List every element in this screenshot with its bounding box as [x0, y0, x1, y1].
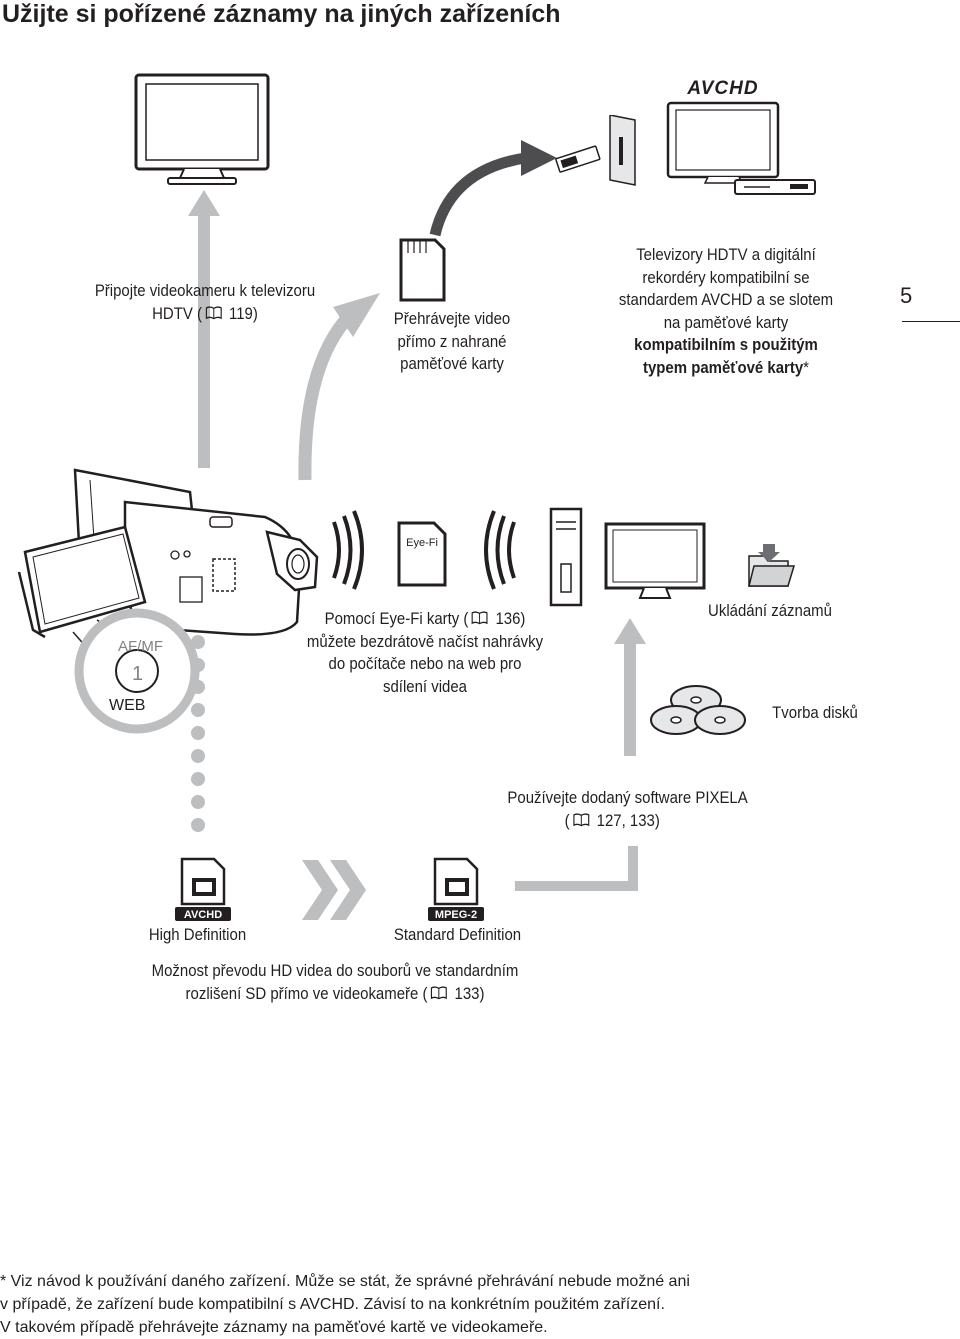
- eyefi-caption-line1-pre: Pomocí Eye-Fi karty (: [324, 609, 469, 628]
- page-number-rule: [902, 321, 960, 322]
- connect-tv-arrow: [188, 190, 220, 468]
- tv-caption-line1: Připojte videokameru k televizoru: [94, 281, 316, 300]
- pixela-connector-line: [515, 846, 638, 891]
- eyefi-caption-line3: do počítače nebo na web pro: [328, 654, 522, 673]
- book-reference-icon: [430, 985, 447, 999]
- tv-caption: Připojte videokameru k televizoru HDTV (…: [86, 280, 324, 325]
- hd-file-badge: AVCHD: [184, 909, 222, 921]
- eyefi-caption-line2: můžete bezdrátově načíst nahrávky: [306, 631, 544, 651]
- conversion-caption: Možnost převodu HD videa do souborů ve s…: [137, 960, 533, 1005]
- card-caption-line2: přímo z nahrané: [397, 331, 507, 351]
- book-reference-icon: [572, 812, 590, 826]
- computer-icon: [549, 507, 706, 607]
- footnote-marker: *: [803, 357, 809, 377]
- sd-card-icon: [399, 238, 446, 302]
- book-reference-icon: [471, 611, 488, 625]
- pixela-caption-line2-pre: (: [564, 810, 570, 830]
- eyefi-caption: Pomocí Eye-Fi karty ( 136) můžete bezdrá…: [306, 608, 544, 698]
- footnote-line2: v případě, že zařízení bude kompatibilní…: [0, 1296, 665, 1313]
- wireless-signal-right-icon: [484, 510, 516, 590]
- wireless-signal-left-icon: [332, 510, 364, 590]
- sd-file-label: Standard Definition: [393, 925, 522, 944]
- dial-af-mf-label: AF/MF: [118, 638, 163, 655]
- camcorder-icon: AF/MF 1 WEB: [17, 468, 319, 734]
- disc-stack-icon: [650, 685, 746, 735]
- hdtv-recorder-icon: [666, 101, 816, 195]
- pixela-caption-page-ref: 127, 133): [592, 810, 660, 830]
- dotted-connection-line: [191, 635, 205, 832]
- card-caption-line1: Přehrávejte video: [393, 309, 511, 328]
- hdtv-caption-line3: standardem AVCHD a se slotem: [618, 290, 834, 309]
- page-title: Užijte si pořízené záznamy na jiných zař…: [2, 0, 561, 28]
- hd-video-file-icon: AVCHD: [175, 857, 231, 921]
- eyefi-card-icon: Eye-Fi: [397, 521, 447, 587]
- hdtv-caption-line4: na paměťové karty: [663, 312, 789, 332]
- hdtv-caption-line2: rekordéry kompatibilní se: [642, 267, 810, 287]
- tv-caption-line2-pre: HDTV (: [152, 303, 202, 323]
- footnote-line3: V takovém případě přehrávejte záznamy na…: [0, 1319, 548, 1336]
- hdtv-monitor-icon: [134, 73, 270, 185]
- eyefi-card-label: Eye-Fi: [406, 537, 438, 549]
- sd-video-file-icon: MPEG-2: [428, 857, 484, 921]
- card-caption-line3: paměťové karty: [400, 354, 504, 373]
- dial-number-label: 1: [132, 663, 143, 685]
- pixela-caption: Používejte dodaný software PIXELA ( 127,…: [507, 787, 762, 832]
- card-slot-icon: [555, 115, 636, 186]
- card-to-recorder-arrow: [429, 140, 557, 237]
- footnote-line1: * Viz návod k používání daného zařízení.…: [0, 1273, 690, 1290]
- pixela-software-arrow: [614, 618, 646, 756]
- tv-caption-page-ref: 119): [224, 303, 258, 323]
- eyefi-caption-page-ref: 136): [491, 609, 526, 628]
- avchd-logo-text: AVCHD: [686, 78, 758, 98]
- hdtv-caption-line1: Televizory HDTV a digitální: [636, 245, 816, 264]
- create-discs-caption: Tvorba disků: [772, 703, 858, 722]
- avchd-logo: AVCHD: [686, 78, 758, 98]
- footnote: * Viz návod k používání daného zařízení.…: [0, 1270, 690, 1339]
- hdtv-caption-line6: typem paměťové karty: [642, 357, 804, 377]
- pixela-caption-line1: Používejte dodaný software PIXELA: [507, 788, 748, 807]
- save-records-caption: Ukládání záznamů: [708, 601, 832, 620]
- dial-web-label: WEB: [109, 697, 145, 714]
- conversion-chevron-icon: [302, 860, 366, 920]
- folder-save-icon: [748, 544, 796, 587]
- page-number: 5: [900, 283, 913, 308]
- card-playback-arrow: [298, 293, 380, 481]
- card-caption: Přehrávejte video přímo z nahrané paměťo…: [373, 308, 531, 376]
- book-reference-icon: [205, 305, 222, 319]
- sd-file-badge: MPEG-2: [435, 909, 477, 921]
- hdtv-caption-line5: kompatibilním s použitým: [634, 335, 818, 354]
- conversion-caption-line2-pre: rozlišení SD přímo ve videokameře (: [185, 983, 428, 1003]
- hdtv-caption: Televizory HDTV a digitální rekordéry ko…: [612, 244, 841, 379]
- eyefi-caption-line4: sdílení videa: [382, 676, 467, 696]
- hd-file-label: High Definition: [148, 925, 247, 944]
- conversion-caption-page-ref: 133): [450, 983, 485, 1003]
- conversion-caption-line1: Možnost převodu HD videa do souborů ve s…: [151, 961, 519, 980]
